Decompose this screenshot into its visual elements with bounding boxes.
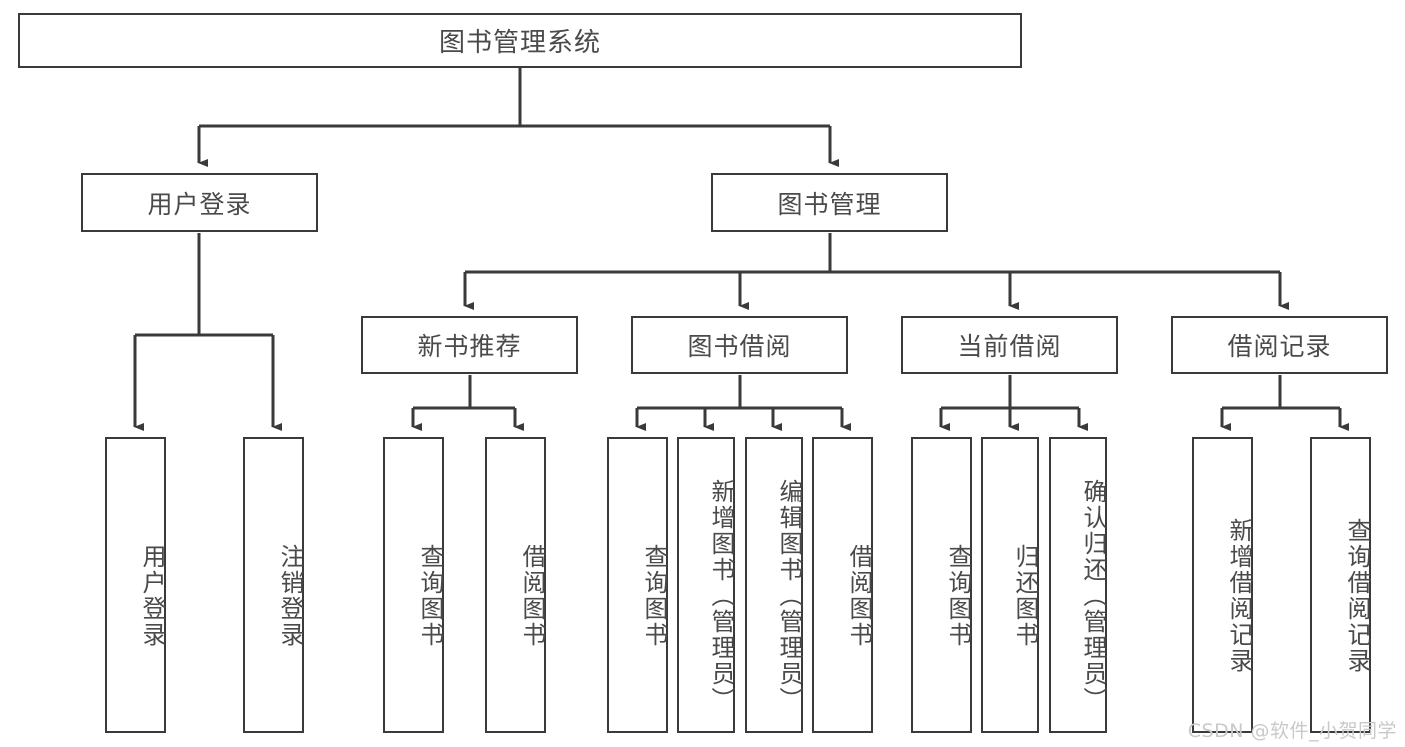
leaf-label: 归还图书 [1011,544,1039,648]
leaf-new-book-query[interactable]: 查询图书 [383,437,444,733]
leaf-label: 查询借阅记录 [1343,518,1371,674]
node-book-borrow[interactable]: 图书借阅 [631,316,848,374]
leaf-book-borrow-query[interactable]: 查询图书 [607,437,668,733]
node-new-book-recommend[interactable]: 新书推荐 [361,316,578,374]
leaf-book-borrow-borrow[interactable]: 借阅图书 [812,437,873,733]
leaf-user-login-logout[interactable]: 注销登录 [243,437,304,733]
leaf-label: 查询图书 [944,544,972,648]
leaf-label: 借阅图书 [518,544,546,648]
leaf-current-borrow-confirm[interactable]: 确认归还（管理员） [1049,437,1107,733]
node-root-system[interactable]: 图书管理系统 [18,13,1022,68]
leaf-label: 查询图书 [640,544,668,648]
leaf-book-borrow-add[interactable]: 新增图书（管理员） [677,437,735,733]
leaf-borrow-record-add[interactable]: 新增借阅记录 [1192,437,1253,733]
leaf-current-borrow-query[interactable]: 查询图书 [911,437,972,733]
leaf-label: 确认归还（管理员） [1079,479,1107,713]
csdn-watermark: CSDN @软件_小贺同学 [1187,720,1397,742]
leaf-label: 借阅图书 [845,544,873,648]
leaf-label: 编辑图书（管理员） [775,479,803,713]
node-current-borrow[interactable]: 当前借阅 [901,316,1118,374]
node-borrow-record[interactable]: 借阅记录 [1171,316,1388,374]
leaf-label: 用户登录 [138,544,166,648]
leaf-borrow-record-query[interactable]: 查询借阅记录 [1310,437,1371,733]
node-user-login[interactable]: 用户登录 [81,173,318,232]
leaf-label: 查询图书 [416,544,444,648]
node-book-management[interactable]: 图书管理 [711,173,948,232]
leaf-label: 注销登录 [276,544,304,648]
leaf-user-login-login[interactable]: 用户登录 [105,437,166,733]
leaf-book-borrow-edit[interactable]: 编辑图书（管理员） [745,437,803,733]
leaf-label: 新增图书（管理员） [707,479,735,713]
leaf-new-book-borrow[interactable]: 借阅图书 [485,437,546,733]
leaf-label: 新增借阅记录 [1225,518,1253,674]
leaf-current-borrow-return[interactable]: 归还图书 [981,437,1039,733]
